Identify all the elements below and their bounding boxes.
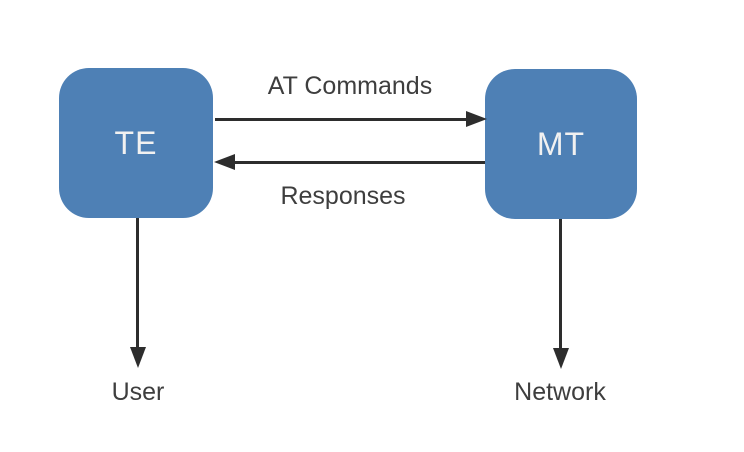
te-node-label: TE [114, 124, 158, 161]
mt-node: MT [485, 69, 637, 219]
mt-to-network-arrow-line [559, 219, 562, 349]
te-node: TE [59, 68, 213, 218]
arrowhead-down-icon [553, 348, 569, 369]
at-commands-label: AT Commands [267, 72, 433, 100]
responses-arrow-line [234, 161, 485, 164]
te-to-user-arrow-line [136, 218, 139, 348]
arrowhead-left-icon [214, 154, 235, 170]
mt-node-label: MT [536, 125, 586, 162]
arrowhead-down-icon [130, 347, 146, 368]
arrowhead-right-icon [466, 111, 487, 127]
at-commands-arrow-line [215, 118, 467, 121]
user-label: User [111, 378, 165, 406]
responses-label: Responses [280, 182, 406, 210]
network-label: Network [514, 378, 606, 406]
